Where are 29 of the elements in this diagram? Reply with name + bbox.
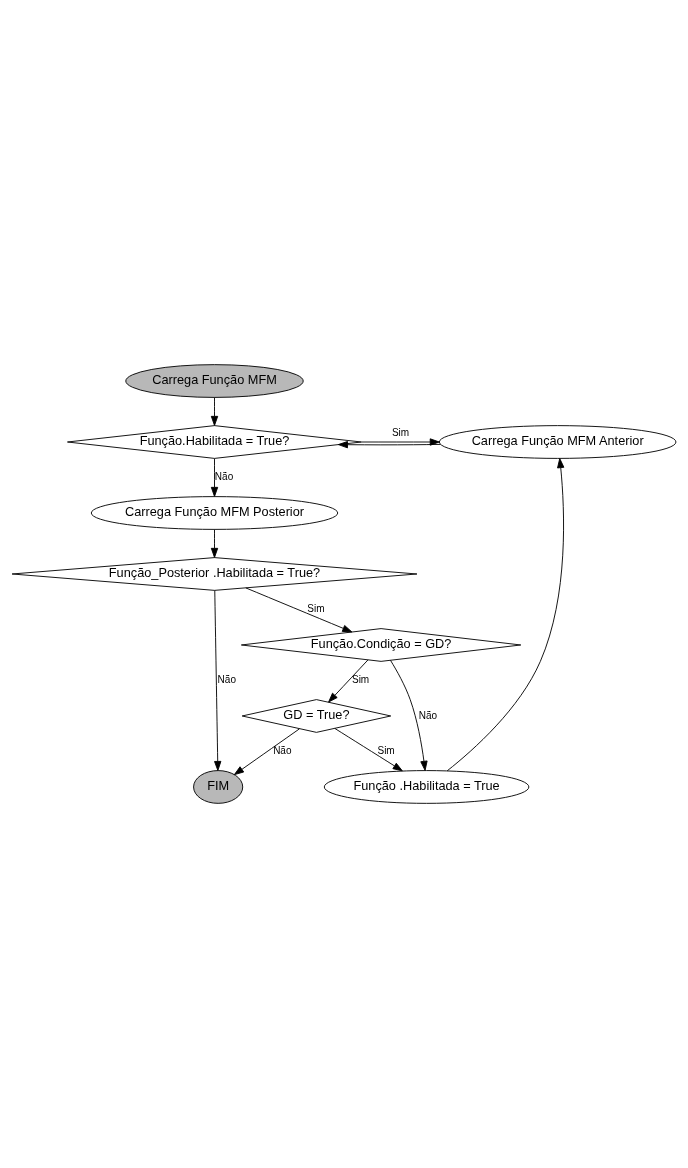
edge-label: Não: [217, 674, 236, 686]
arrow: [328, 659, 369, 703]
arrow: [210, 397, 219, 426]
node-diamond: Função.Habilitada = True?: [67, 425, 362, 459]
node-diamond: Função_Posterior .Habilitada = True?: [11, 557, 418, 591]
node-ellipse: Carrega Função MFM Anterior: [438, 425, 677, 459]
edge-label: Não: [273, 745, 292, 757]
arrow: [337, 441, 441, 449]
arrow: [245, 587, 353, 633]
edge-label: Sim: [377, 745, 395, 757]
arrow: [233, 728, 300, 776]
edge-label: Não: [418, 709, 438, 721]
edge-label: Sim: [391, 427, 410, 439]
node-diamond: GD = True?: [241, 699, 392, 733]
node-ellipse: Carrega Função MFM Posterior: [90, 496, 339, 530]
edge-label: Sim: [351, 674, 370, 686]
edge-label: Não: [214, 471, 234, 483]
node-diamond: Função.Condição = GD?: [240, 628, 522, 662]
node-ellipse: FIM: [193, 770, 244, 804]
arrow: [210, 458, 219, 497]
arrow: [214, 589, 222, 771]
edge-label: Sim: [307, 603, 325, 615]
node-ellipse: Função .Habilitada = True: [323, 770, 530, 804]
arrow: [210, 529, 219, 558]
node-ellipse: Carrega Função MFM: [125, 364, 304, 398]
arrow: [361, 438, 440, 446]
arrow: [446, 458, 565, 772]
arrow: [334, 728, 403, 772]
arrow: [390, 659, 428, 771]
